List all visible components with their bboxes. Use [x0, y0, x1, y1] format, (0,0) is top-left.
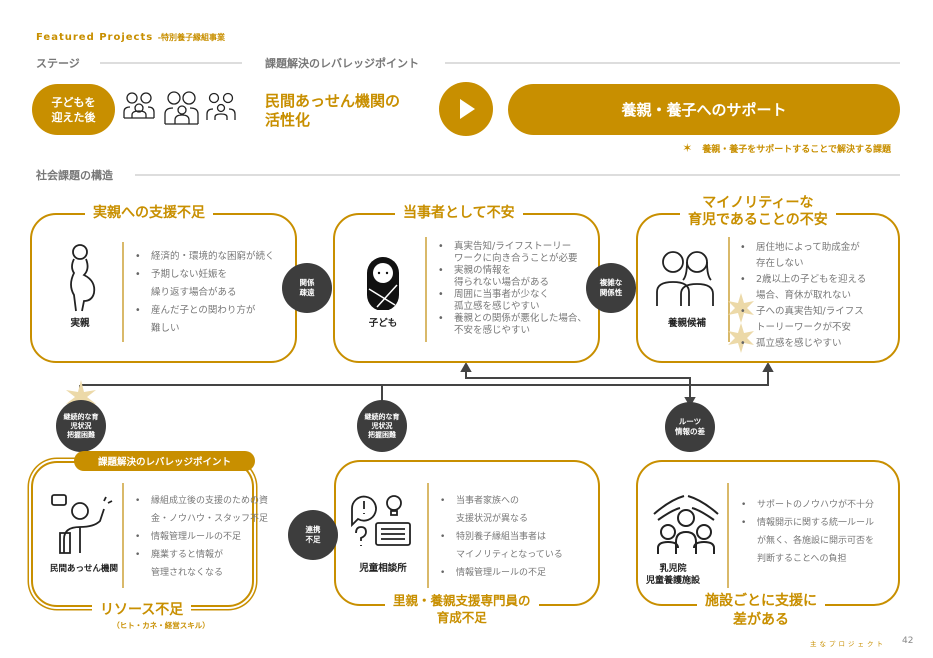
adoptive-parent-label: 養親候補	[667, 318, 706, 329]
support-target-pill: 養親・養子へのサポート	[508, 84, 900, 135]
divider	[135, 174, 900, 176]
list-item: 養親との関係が悪化した場合、 不安を感じやすい	[438, 313, 587, 337]
divider	[728, 237, 730, 342]
box-title: リソース不足	[92, 602, 192, 619]
box-title: 実親への支援不足	[85, 205, 213, 222]
list-item: 周囲に当事者が少なく 孤立感を感じやすい	[438, 289, 587, 313]
divider	[122, 483, 124, 588]
child-bullets: 真実告知/ライフストーリー ワークに向き合うことが必要 実親の情報を 得られない…	[438, 241, 587, 337]
leverage-text: 民間あっせん機関の 活性化	[265, 92, 401, 129]
list-item: 経済的・環境的な困窮が続く	[135, 248, 275, 266]
child-label: 子ども	[368, 318, 398, 329]
complex-relationship-circle: 複雑な 関係性	[586, 263, 636, 313]
divider	[425, 237, 427, 342]
play-icon	[439, 82, 493, 136]
consultation-center-label: 児童相談所	[359, 563, 407, 574]
list-item: 情報管理ルールの不足	[440, 564, 563, 582]
star-highlight-icon	[66, 380, 96, 414]
list-item: サポートのノウハウが不十分	[741, 496, 874, 514]
list-item: 居住地によって助成金が 存在しない	[740, 240, 866, 272]
baby-icon	[367, 257, 399, 310]
divider	[727, 483, 729, 588]
leverage-point-tag: 課題解決のレバレッジポイント	[74, 451, 255, 471]
page-number: 42	[902, 636, 914, 646]
list-item: 実親の情報を 得られない場合がある	[438, 265, 587, 289]
box-title: 当事者として不安	[395, 205, 523, 222]
list-item: 縁組成立後の支援のための資 金・ノウハウ・スタッフ不足	[135, 492, 268, 528]
list-item: 情報開示に関する統一ルール が無く、各施設に開示可否を 判断することへの負担	[741, 514, 874, 568]
leverage-heading: 課題解決のレバレッジポイント	[265, 57, 419, 70]
list-item: 真実告知/ライフストーリー ワークに向き合うことが必要	[438, 241, 587, 265]
legend-note: ✶ 養親・養子をサポートすることで解決する課題	[682, 141, 891, 155]
coordination-gap-circle: 連携 不足	[288, 510, 338, 560]
list-item: 当事者家族への 支援状況が異なる	[440, 492, 563, 528]
question-idea-icon	[351, 495, 411, 546]
list-item: 特別養子縁組当事者は マイノリティとなっている	[440, 528, 563, 564]
stage-heading: ステージ	[36, 57, 80, 70]
consultation-center-bullets: 当事者家族への 支援状況が異なる 特別養子縁組当事者は マイノリティとなっている…	[440, 492, 563, 582]
agency-bullets: 縁組成立後の支援のための資 金・ノウハウ・スタッフ不足 情報管理ルールの不足 廃…	[135, 492, 268, 582]
adoptive-parent-bullets: 居住地によって助成金が 存在しない 2歳以上の子どもを迎える 場合、育休が取れな…	[740, 240, 866, 352]
list-item: 廃業すると情報が 管理されなくなる	[135, 546, 268, 582]
protected-children-icon	[653, 495, 719, 554]
facility-label: 乳児院 児童養護施設	[645, 564, 700, 586]
pregnant-woman-icon	[70, 244, 96, 312]
agency-staff-icon	[51, 494, 113, 554]
stage-pill: 子どもを 迎えた後	[32, 84, 115, 135]
box-subtitle: （ヒト・カネ・経営スキル）	[112, 621, 210, 630]
list-item: 情報管理ルールの不足	[135, 528, 268, 546]
agency-label: 民間あっせん機関	[49, 564, 118, 574]
divider	[100, 62, 242, 64]
footer-section: 主なプロジェクト	[810, 640, 886, 648]
tracking-difficulty-circle: 継続的な育 児状況 把握困難	[357, 400, 407, 452]
star-icon: ✶	[682, 141, 693, 155]
roots-info-gap-circle: ルーツ 情報の差	[665, 402, 715, 452]
structure-heading: 社会課題の構造	[36, 169, 113, 182]
project-name: -特別養子縁組事業	[157, 33, 226, 42]
list-item: 予期しない妊娠を 繰り返す場合がある	[135, 266, 275, 302]
birth-parent-bullets: 経済的・環境的な困窮が続く 予期しない妊娠を 繰り返す場合がある 産んだ子との関…	[135, 248, 275, 338]
list-item: 産んだ子との関わり方が 難しい	[135, 302, 275, 338]
divider	[122, 242, 124, 342]
featured-header: Featured Projects -特別養子縁組事業	[36, 32, 225, 43]
tracking-difficulty-circle: 継続的な育 児状況 把握困難	[56, 400, 106, 452]
featured-label: Featured Projects	[36, 32, 154, 43]
list-item: 2歳以上の子どもを迎える 場合、育休が取れない	[740, 272, 866, 304]
box-title: 里親・養親支援専門員の 育成不足	[385, 592, 539, 626]
list-item: 孤立感を感じやすい	[740, 336, 866, 352]
family-icons	[123, 91, 236, 125]
legend-note-text: 養親・養子をサポートすることで解決する課題	[702, 145, 891, 155]
estranged-circle: 関係 疎遠	[282, 263, 332, 313]
facility-bullets: サポートのノウハウが不十分 情報開示に関する統一ルール が無く、各施設に開示可否…	[741, 496, 874, 568]
list-item: 子への真実告知/ライフス トーリーワークが不安	[740, 304, 866, 336]
birth-parent-label: 実親	[70, 318, 90, 329]
box-title: マイノリティーな 育児であることの不安	[680, 195, 836, 229]
box-title: 施設ごとに支援に 差がある	[697, 592, 825, 630]
divider	[427, 483, 429, 588]
divider	[445, 62, 900, 64]
couple-icon	[656, 251, 714, 306]
